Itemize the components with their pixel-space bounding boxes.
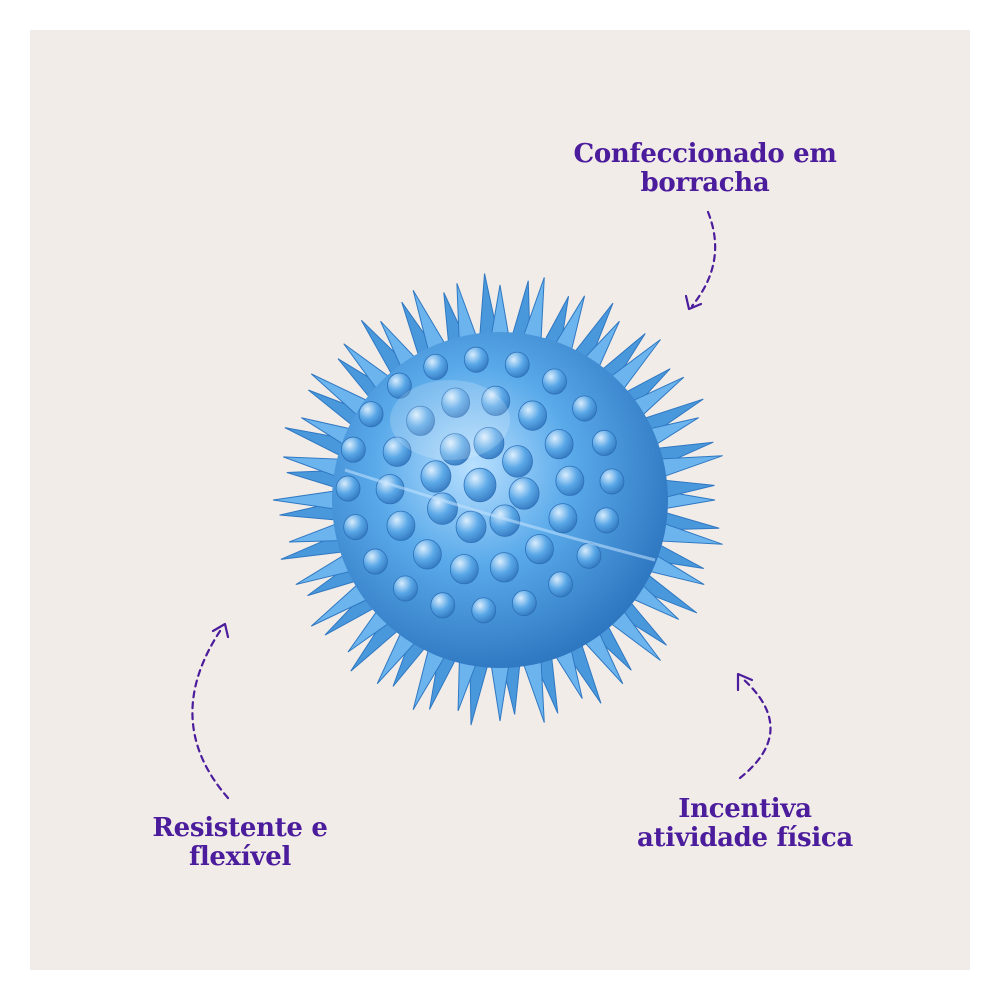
ball-seam bbox=[344, 468, 656, 562]
callout-material-line1: Confeccionado em bbox=[573, 139, 837, 169]
ball-nub bbox=[463, 467, 497, 503]
ball-nub bbox=[412, 539, 442, 570]
ball-nub bbox=[375, 474, 405, 505]
ball-nub bbox=[430, 592, 456, 619]
callout-durability-line2: flexível bbox=[188, 842, 292, 872]
callout-material-line2: borracha bbox=[640, 168, 770, 198]
ball-nub bbox=[481, 385, 511, 416]
arrow-top bbox=[690, 210, 717, 308]
ball-nub bbox=[508, 477, 540, 510]
ball-nub bbox=[420, 460, 452, 493]
arrow-left bbox=[191, 626, 230, 800]
ball-nub bbox=[489, 552, 519, 583]
ball-nub bbox=[544, 429, 574, 460]
ball-nub bbox=[343, 514, 369, 541]
ball-nub bbox=[555, 465, 585, 496]
callout-activity: Incentiva atividade física bbox=[615, 795, 875, 853]
ball-nub bbox=[548, 503, 578, 534]
arrow-top-head bbox=[684, 294, 703, 311]
arrow-right bbox=[738, 676, 772, 780]
ball-nub bbox=[441, 387, 471, 418]
ball-nub bbox=[449, 554, 479, 585]
ball-nub bbox=[386, 510, 416, 541]
ball-nub bbox=[387, 372, 412, 399]
callout-activity-line1: Incentiva bbox=[678, 794, 812, 824]
ball-nubs bbox=[335, 346, 625, 624]
ball-highlight bbox=[390, 380, 510, 460]
callout-activity-line2: atividade física bbox=[637, 823, 853, 853]
ball-nub bbox=[542, 368, 567, 395]
ball-nub bbox=[463, 346, 489, 373]
ball-nub bbox=[471, 597, 497, 624]
ball-nub bbox=[358, 401, 384, 428]
ball-nub bbox=[382, 436, 412, 467]
ball-nub bbox=[473, 426, 505, 460]
ball-nub bbox=[525, 534, 554, 565]
spiky-ball-image bbox=[272, 273, 723, 726]
ball-nub bbox=[489, 504, 521, 537]
callout-material: Confeccionado em borracha bbox=[540, 140, 870, 198]
ball-nub bbox=[406, 405, 435, 436]
ball-nub bbox=[594, 507, 620, 534]
ball-nub bbox=[511, 590, 537, 617]
ball-nub bbox=[576, 542, 602, 569]
ball-nub bbox=[502, 445, 533, 478]
ball-nub bbox=[455, 510, 487, 544]
ball-nub bbox=[518, 400, 548, 431]
ball-nub bbox=[599, 468, 625, 495]
ball-nub bbox=[335, 475, 361, 502]
ball-nub bbox=[572, 395, 597, 422]
ball-nub bbox=[427, 492, 458, 525]
arrow-left-head bbox=[211, 622, 230, 639]
ball-nub bbox=[439, 433, 471, 466]
ball-nub bbox=[340, 436, 366, 463]
ball-nub bbox=[363, 548, 388, 575]
arrow-right-head bbox=[736, 672, 754, 692]
ball-nub bbox=[548, 571, 573, 598]
ball-nub bbox=[504, 351, 530, 378]
ball-nub bbox=[393, 575, 418, 602]
ball-nub bbox=[423, 353, 449, 380]
callout-durability: Resistente e flexível bbox=[120, 814, 360, 872]
callout-durability-line1: Resistente e bbox=[152, 813, 328, 843]
ball-nub bbox=[591, 429, 617, 456]
